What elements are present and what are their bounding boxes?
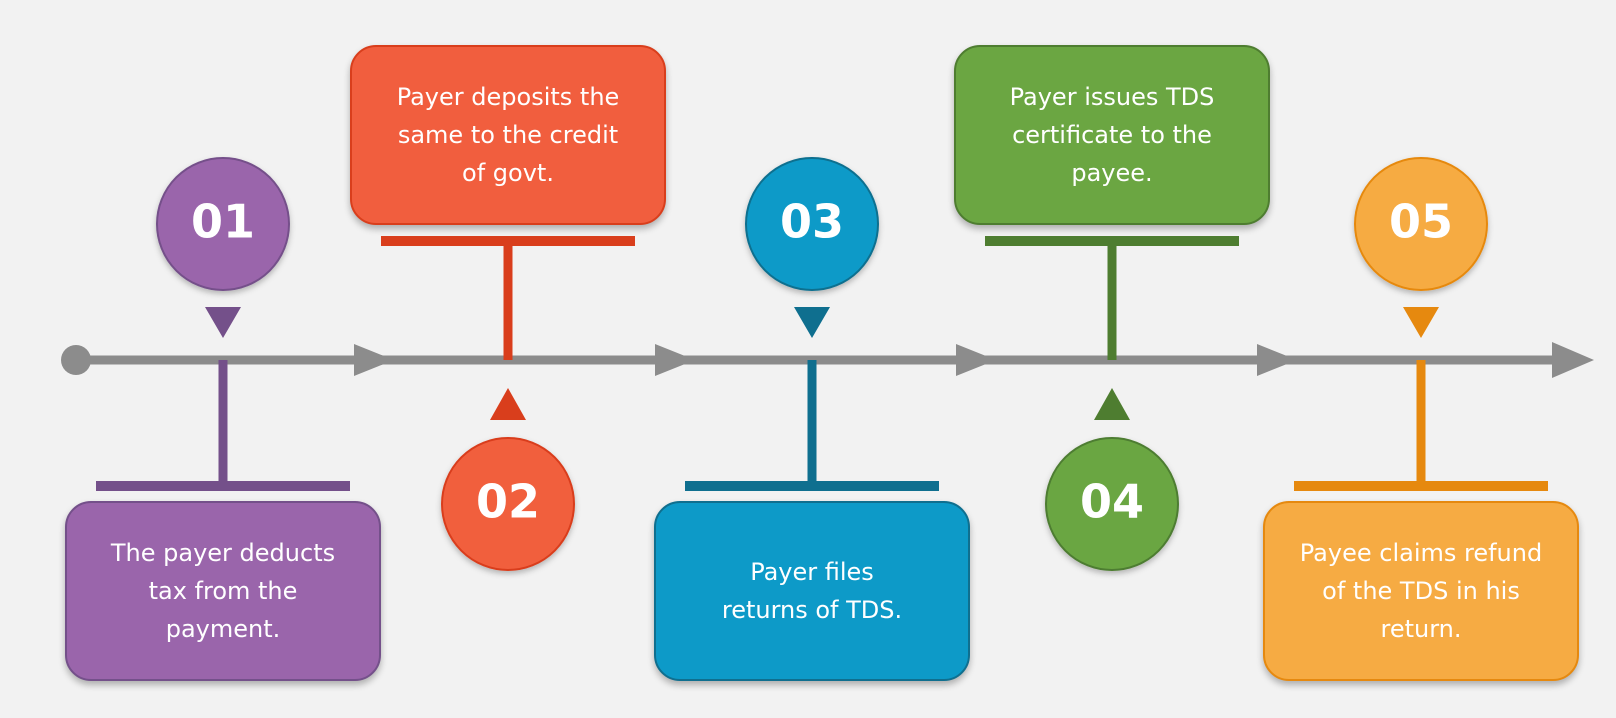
timeline-start-dot <box>61 345 91 375</box>
step-3-description-box: Payer files returns of TDS. <box>654 501 970 681</box>
timeline-connectors <box>96 236 1548 491</box>
step-2-description-text: Payer deposits the same to the credit of… <box>396 83 620 187</box>
step-4-bar <box>985 236 1239 246</box>
step-2-description-box: Payer deposits the same to the credit of… <box>350 45 666 225</box>
timeline-axis-arrow-3 <box>956 344 996 376</box>
step-1-description-box: The payer deducts tax from the payment. <box>65 501 381 681</box>
step-3-number-circle <box>745 157 879 291</box>
timeline-axis-arrow-4 <box>1257 344 1297 376</box>
step-4-description-text: Payer issues TDS certificate to the paye… <box>1009 83 1215 187</box>
step-4-number: 04 <box>1080 475 1144 529</box>
step-2-number: 02 <box>476 475 540 529</box>
step-1-description-text: The payer deducts tax from the payment. <box>110 539 336 643</box>
timeline-axis-arrow-1 <box>354 344 394 376</box>
step-3-number: 03 <box>780 195 844 249</box>
step-5-description-text: Payee claims refund of the TDS in his re… <box>1299 539 1543 643</box>
step-2-bar <box>381 236 635 246</box>
step-4-description-box: Payer issues TDS certificate to the paye… <box>954 45 1270 225</box>
step-2-number-circle <box>441 437 575 571</box>
step-5-description-box: Payee claims refund of the TDS in his re… <box>1263 501 1579 681</box>
step-5-bar <box>1294 481 1548 491</box>
step-5-pointer-icon <box>1403 307 1439 338</box>
step-3-description-text: Payer files returns of TDS. <box>721 558 903 624</box>
timeline-axis <box>61 342 1594 378</box>
timeline-markers: 01 02 03 04 05 <box>156 157 1488 571</box>
step-5-number-circle <box>1354 157 1488 291</box>
step-1-bar <box>96 481 350 491</box>
step-3-bar <box>685 481 939 491</box>
step-5-number: 05 <box>1389 195 1453 249</box>
timeline-end-arrow <box>1552 342 1594 378</box>
step-3-pointer-icon <box>794 307 830 338</box>
step-1-pointer-icon <box>205 307 241 338</box>
step-2-pointer-icon <box>490 388 526 420</box>
step-1-number-circle <box>156 157 290 291</box>
step-4-pointer-icon <box>1094 388 1130 420</box>
timeline-axis-arrow-2 <box>655 344 695 376</box>
step-1-number: 01 <box>191 195 255 249</box>
step-4-number-circle <box>1045 437 1179 571</box>
